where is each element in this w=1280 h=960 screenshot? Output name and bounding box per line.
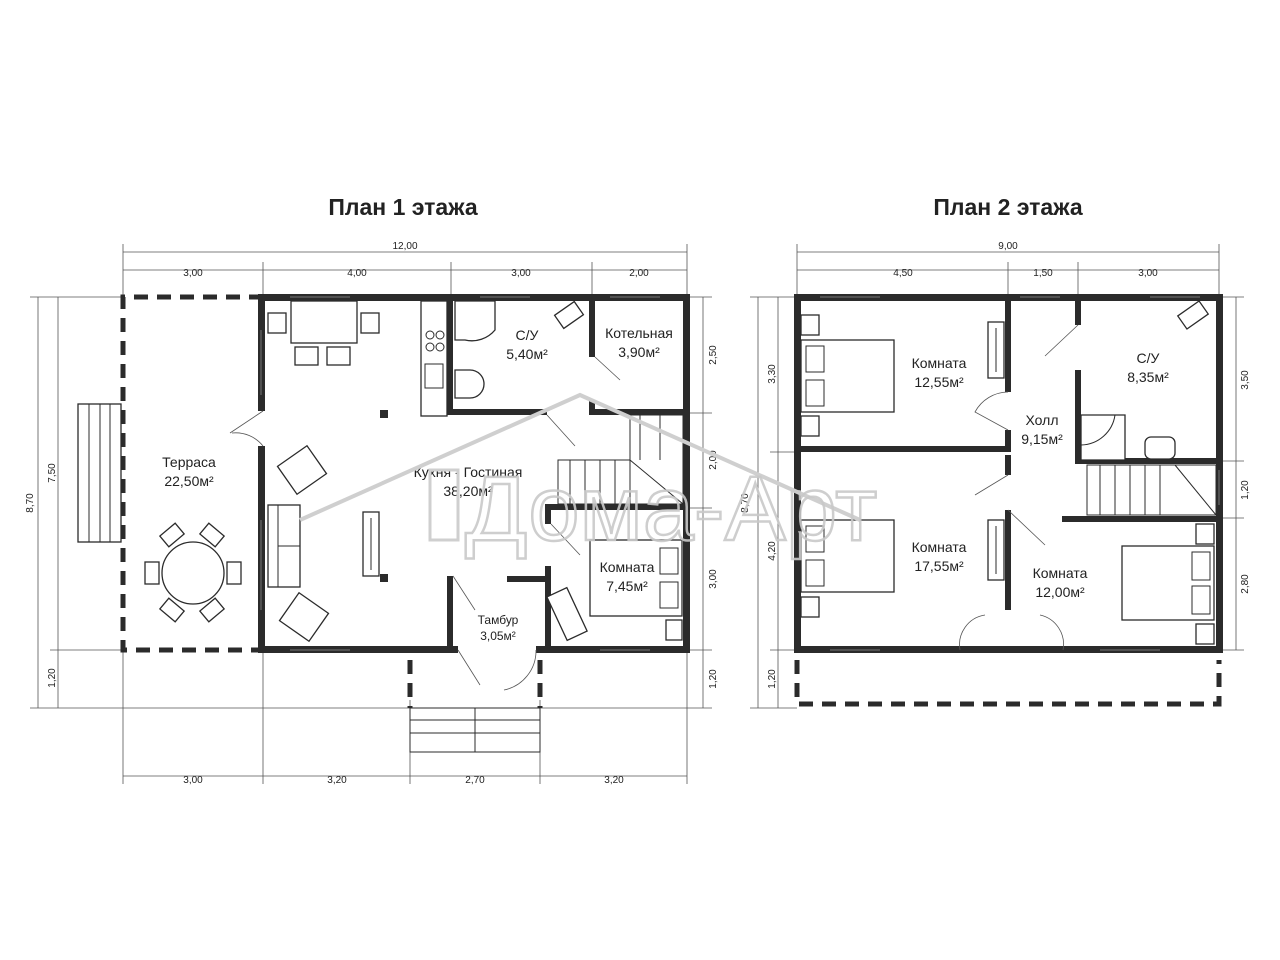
f1-kitchen-area: 38,20м² xyxy=(443,483,493,499)
dim-top-2: 4,00 xyxy=(347,268,367,279)
f2-hall-area: 9,15м² xyxy=(1021,431,1063,447)
dim-right-2: 2,00 xyxy=(708,450,719,470)
f1-bath-area: 5,40м² xyxy=(506,346,548,362)
watermark-logo: Дома-Арт xyxy=(299,392,878,561)
f1-boiler-name: Котельная xyxy=(605,325,673,341)
floor1-dimensions: 12,00 3,00 4,00 3,00 2,00 3,00 3,20 2,70… xyxy=(25,241,719,786)
f1-boiler-area: 3,90м² xyxy=(618,344,660,360)
f1-bath-name: С/У xyxy=(516,327,539,343)
f1-terrace-name: Терраса xyxy=(162,454,216,470)
f2-room3-area: 12,00м² xyxy=(1035,584,1085,600)
floor1-furniture xyxy=(77,300,684,753)
floor1-doors xyxy=(229,356,621,691)
f2-room3-name: Комната xyxy=(1033,565,1088,581)
floor2-doors xyxy=(959,324,1079,651)
dim-right-4: 1,20 xyxy=(708,669,719,689)
f1-terrace-area: 22,50м² xyxy=(164,473,214,489)
dim-left-porch: 1,20 xyxy=(47,668,58,688)
f2-room1-name: Комната xyxy=(912,355,967,371)
f2-dim-top-3: 3,00 xyxy=(1138,268,1158,279)
f2-dim-left-2: 4,20 xyxy=(767,541,778,561)
dim-top-4: 2,00 xyxy=(629,268,649,279)
f2-dim-left-3: 1,20 xyxy=(767,669,778,689)
f2-dim-right-3: 2,80 xyxy=(1240,574,1251,594)
f1-room-name: Комната xyxy=(600,559,655,575)
dim-right-3: 3,00 xyxy=(708,569,719,589)
f1-vestibule-area: 3,05м² xyxy=(480,629,516,643)
f2-dim-right-1: 3,50 xyxy=(1240,370,1251,390)
floor2-walls xyxy=(794,294,1223,707)
f1-kitchen-name: Кухня - Гостиная xyxy=(414,464,523,480)
dim-left-inner: 7,50 xyxy=(47,463,58,483)
dim-bottom-1: 3,00 xyxy=(183,775,203,786)
floor1-title: План 1 этажа xyxy=(328,194,477,220)
f2-dim-top-2: 1,50 xyxy=(1033,268,1053,279)
f2-room2-name: Комната xyxy=(912,539,967,555)
dim-top-total: 12,00 xyxy=(392,241,417,252)
f2-dim-top-1: 4,50 xyxy=(893,268,913,279)
dim-bottom-3: 2,70 xyxy=(465,775,485,786)
floor2-title: План 2 этажа xyxy=(933,194,1082,220)
f2-bath-name: С/У xyxy=(1137,350,1160,366)
f1-vestibule-name: Тамбур xyxy=(478,613,519,627)
f2-hall-name: Холл xyxy=(1026,412,1059,428)
f1-room-area: 7,45м² xyxy=(606,578,648,594)
watermark-text: Дома-Арт xyxy=(465,458,877,560)
dim-right-1: 2,50 xyxy=(708,345,719,365)
f2-room1-area: 12,55м² xyxy=(914,374,964,390)
floor1-walls xyxy=(120,294,690,653)
dim-top-1: 3,00 xyxy=(183,268,203,279)
dim-left-total: 8,70 xyxy=(25,493,36,513)
floor2-dimensions: 9,00 4,50 1,50 3,00 3,30 4,20 1,20 8,70 … xyxy=(740,241,1251,709)
f2-dim-left-1: 3,30 xyxy=(767,364,778,384)
f2-dim-left-total: 8,70 xyxy=(740,493,751,513)
f2-dim-right-2: 1,20 xyxy=(1240,480,1251,500)
f2-bath-area: 8,35м² xyxy=(1127,369,1169,385)
dim-bottom-4: 3,20 xyxy=(604,775,624,786)
f2-dim-top-total: 9,00 xyxy=(998,241,1018,252)
dim-bottom-2: 3,20 xyxy=(327,775,347,786)
f2-room2-area: 17,55м² xyxy=(914,558,964,574)
floor2-furniture xyxy=(800,300,1217,645)
dim-top-3: 3,00 xyxy=(511,268,531,279)
